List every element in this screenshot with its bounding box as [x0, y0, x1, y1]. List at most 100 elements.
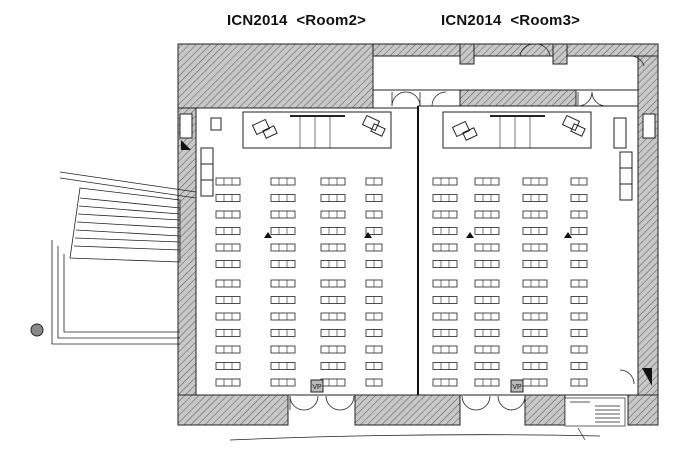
seating-table: [270, 243, 296, 252]
seating-table: [215, 345, 241, 354]
seating-table: [270, 227, 296, 235]
seating-table: [522, 243, 548, 252]
seating-table: [215, 260, 241, 268]
seating-table: [432, 227, 458, 235]
seating-table: [522, 279, 548, 288]
seating-table: [215, 296, 241, 304]
seating-table: [320, 227, 346, 235]
seating-table: [270, 260, 296, 268]
seating-table: [320, 260, 346, 268]
seating-table: [270, 362, 296, 370]
seating-table: [474, 227, 500, 235]
seating-table: [522, 177, 548, 186]
seating-table: [432, 243, 458, 252]
seating-table: [215, 362, 241, 370]
seating-table: [270, 210, 296, 219]
bottom-wall-2: [354, 394, 461, 426]
seating-table: [474, 210, 500, 219]
seating-table: [320, 177, 346, 186]
seating-table: [522, 312, 548, 321]
seating-table: [215, 312, 241, 321]
corridor-pillar-2: [552, 43, 568, 65]
seating-table: [270, 345, 296, 354]
ground-line: [229, 434, 601, 441]
seating-table: [522, 260, 548, 268]
top-wall-left: [177, 43, 374, 109]
seating-table: [320, 243, 346, 252]
seating-table: [320, 279, 346, 288]
seating-table: [215, 194, 241, 202]
seating-table: [522, 329, 548, 337]
seating-table: [432, 194, 458, 202]
seating-table: [432, 260, 458, 268]
seating-table: [215, 227, 241, 235]
room3-top-wall: [459, 89, 577, 107]
seating-table: [474, 177, 500, 186]
seating-table: [320, 296, 346, 304]
seating-table: [522, 362, 548, 370]
seating-table: [474, 279, 500, 288]
vp-box-room3: VP: [510, 379, 524, 393]
corridor-pillar-1: [459, 43, 475, 65]
stage-room3: [442, 111, 592, 149]
seating-table: [474, 362, 500, 370]
seating-table: [474, 243, 500, 252]
seating-table: [215, 279, 241, 288]
external-staircase: [51, 171, 197, 345]
stage-room2: [242, 111, 392, 149]
seating-table: [432, 362, 458, 370]
seating-table: [270, 329, 296, 337]
seating-table: [270, 279, 296, 288]
seating-table: [432, 378, 458, 387]
vp-label: VP: [312, 384, 322, 391]
room2-title: ICN2014 <Room2>: [227, 12, 367, 29]
bottom-wall-4: [627, 394, 659, 426]
seating-table: [320, 378, 346, 387]
seating-table: [215, 329, 241, 337]
top-wall-right: [372, 43, 659, 57]
seating-table: [474, 378, 500, 387]
seating-table: [215, 210, 241, 219]
seating-table: [432, 312, 458, 321]
vp-box-room2: VP: [310, 379, 324, 393]
seating-table: [522, 345, 548, 354]
bottom-wall-3: [524, 394, 566, 426]
seating-table: [270, 296, 296, 304]
seating-table: [522, 210, 548, 219]
seating-table: [215, 177, 241, 186]
seating-table: [215, 243, 241, 252]
seating-table: [270, 194, 296, 202]
seating-table: [474, 296, 500, 304]
side-furniture: [179, 113, 656, 386]
seating-table: [474, 260, 500, 268]
seating-table: [432, 345, 458, 354]
column-icon: [30, 323, 44, 337]
right-wall: [637, 55, 659, 409]
seating-table: [432, 329, 458, 337]
seating-table: [522, 296, 548, 304]
building-walls: [177, 43, 659, 426]
seating-room3: [432, 177, 588, 387]
door-swing-icon: [289, 43, 645, 411]
seating-table: [320, 210, 346, 219]
seating-table: [522, 227, 548, 235]
microphone-stand-icon: [264, 232, 572, 238]
seating-room2: [215, 177, 383, 387]
room3-title: ICN2014 <Room3>: [441, 12, 581, 29]
seating-table: [522, 194, 548, 202]
seating-table: [474, 312, 500, 321]
vp-label: VP: [512, 384, 522, 391]
staircase-icon: [564, 397, 626, 441]
seating-table: [320, 362, 346, 370]
seating-table: [432, 279, 458, 288]
seating-table: [320, 345, 346, 354]
seating-table: [215, 378, 241, 387]
seating-table: [270, 312, 296, 321]
seating-table: [432, 296, 458, 304]
seating-table: [474, 194, 500, 202]
seating-table: [474, 345, 500, 354]
seating-table: [270, 378, 296, 387]
bottom-wall-1: [177, 394, 289, 426]
seating-table: [474, 329, 500, 337]
